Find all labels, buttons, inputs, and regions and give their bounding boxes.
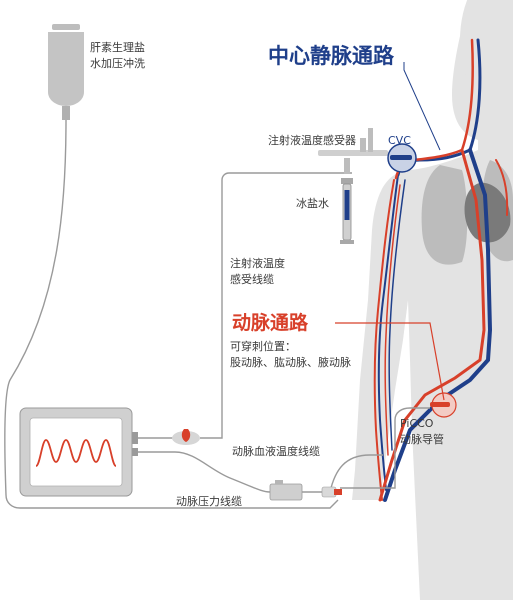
pressure-cable-label: 动脉压力线缆 [176,495,242,508]
venous-vessels [377,38,493,502]
arterial-title: 动脉通路 [232,312,309,334]
left-lung [421,165,468,265]
cvc-connector [387,143,417,173]
injectate-cable-label-2: 感受线缆 [230,273,274,286]
puncture-sites-label-1: 可穿刺位置： [230,340,296,353]
ice-saline-syringe [340,178,354,244]
injectate-sensor [318,128,388,174]
injectate-sensor-label: 注射液温度感受器 [268,134,356,147]
pressure-transducer [269,480,342,501]
picco-label-1: PiCCO [400,417,434,430]
picco-label-2: 动脉导管 [400,433,444,446]
cvc-label: CVC [388,134,411,147]
saline-bag-label-1: 肝素生理盐 [90,41,145,54]
picco-connector [430,392,457,418]
ice-saline-label: 冰盐水 [296,197,329,210]
venous-pointer-line [403,62,441,151]
arterial-temp-cable-label: 动脉血液温度线缆 [232,445,320,458]
saline-bag-label-2: 水加压冲洗 [90,57,145,70]
picco-monitor [19,407,138,497]
body-silhouette [352,0,513,600]
central-venous-title: 中心静脉通路 [268,44,394,68]
arterial-temp-connector [172,429,200,445]
puncture-sites-label-2: 股动脉、肱动脉、腋动脉 [230,356,351,369]
arterial-pointer-line [335,322,445,401]
injectate-cable-label-1: 注射液温度 [230,257,285,270]
saline-bag [48,24,84,120]
cables [4,119,430,509]
monitor-waveform [35,439,117,467]
